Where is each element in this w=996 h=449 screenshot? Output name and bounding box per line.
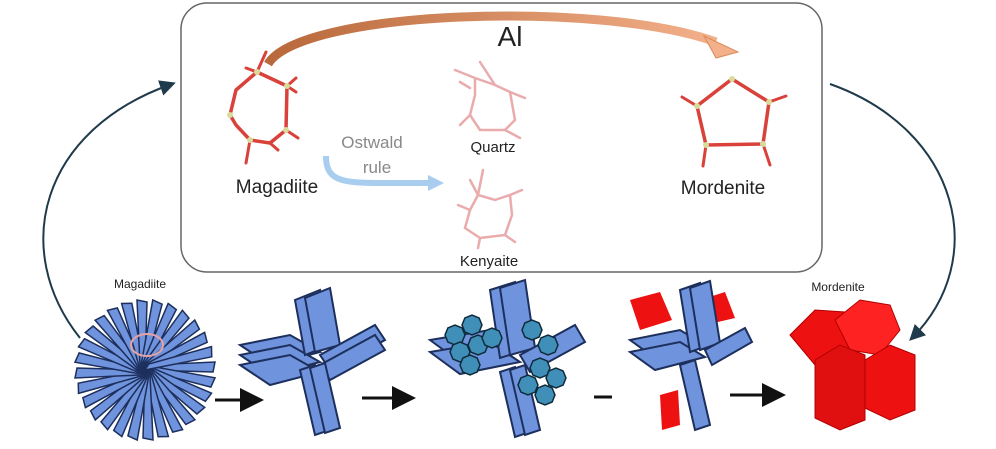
ostwald-label: Ostwald: [341, 133, 402, 152]
right-loop-arrow: [829, 83, 956, 341]
bottom-mordenite-label: Mordenite: [811, 280, 865, 294]
mordenite-crystals: [789, 299, 916, 431]
magadiite-molecule: [227, 50, 300, 165]
teal-crystal: [517, 374, 539, 396]
teal-crystal: [537, 334, 559, 356]
ostwald-arrowhead: [428, 175, 444, 191]
al-label: Al: [498, 21, 523, 52]
rosette-sheet: [127, 368, 150, 442]
top-panel-frame: [180, 2, 823, 273]
bottom-magadiite-label: Magadiite: [114, 277, 166, 291]
teal-crystal: [444, 324, 466, 346]
rosette-sheet: [143, 345, 213, 372]
teal-crystal: [461, 314, 483, 336]
teal-crystal: [481, 327, 503, 349]
left-loop-arrow: [42, 80, 176, 339]
al-arrowhead: [702, 34, 740, 59]
teal-crystal: [534, 384, 556, 406]
kenyaite-label: Kenyaite: [460, 253, 518, 270]
magadiite-label: Magadiite: [236, 177, 318, 198]
teal-crystal: [459, 354, 481, 376]
magadiite-rosette: [73, 298, 217, 442]
rosette-sheet: [73, 352, 147, 375]
teal-crystal: [529, 357, 551, 379]
mordenite-molecule: [680, 76, 788, 168]
teal-crystal-stage: [427, 278, 587, 439]
red-crystal-stage: [627, 279, 754, 432]
rosette-ring: [130, 333, 164, 357]
mordenite-label: Mordenite: [681, 178, 766, 199]
ostwald-arrow: [323, 155, 430, 186]
kenyaite-molecule: [456, 168, 524, 250]
rule-label: rule: [363, 158, 391, 177]
al-orange-arrow: [264, 11, 718, 67]
teal-crystal: [545, 367, 567, 389]
teal-crystal: [521, 319, 543, 341]
quartz-label: Quartz: [470, 139, 515, 156]
quartz-molecule: [453, 60, 527, 140]
magadiite-sheets-stage: [237, 286, 387, 437]
